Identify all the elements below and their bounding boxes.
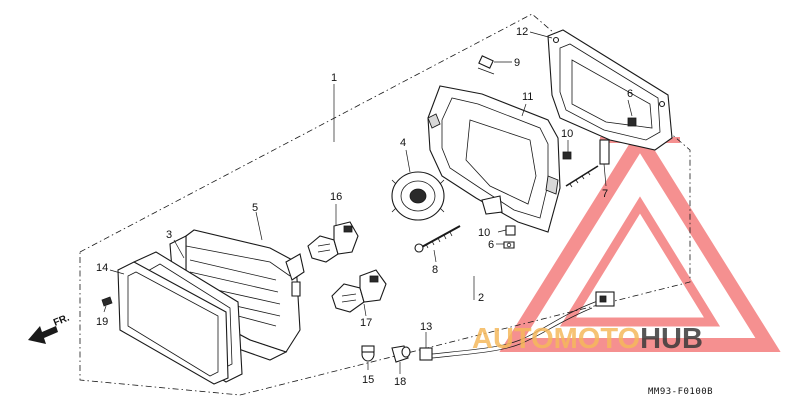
callout-14: 14 (96, 262, 108, 274)
callout-9: 9 (514, 57, 520, 69)
fastener-10-lower (505, 225, 516, 236)
callout-18: 18 (394, 376, 406, 388)
watermark-text: AUTOMOTOHUB (472, 323, 703, 355)
diagram-code: MM93-F0100B (648, 387, 713, 397)
callout-1: 1 (331, 72, 337, 84)
callout-3: 3 (166, 229, 172, 241)
callout-17: 17 (360, 317, 372, 329)
assembly-outline (79, 13, 691, 396)
screw-7 (565, 139, 610, 188)
callout-8: 8 (432, 264, 438, 276)
headlight-case (427, 85, 561, 233)
rim-seal (117, 261, 229, 385)
position-bulb (361, 345, 375, 362)
callout-11: 11 (522, 91, 533, 103)
screw-9 (477, 55, 495, 75)
wedge-bulb (391, 345, 411, 363)
callout-15: 15 (362, 374, 374, 386)
callout-10-lower: 10 (478, 227, 490, 239)
leader-lines (103, 31, 633, 374)
callout-19: 19 (96, 316, 108, 328)
direction-label: FR. (52, 312, 71, 328)
callout-7: 7 (602, 188, 608, 200)
callout-2: 2 (478, 292, 484, 304)
bulb-socket-ring (391, 171, 445, 221)
callout-13: 13 (420, 321, 432, 333)
callout-6-lower: 6 (488, 239, 494, 251)
front-direction-arrow: FR. (28, 312, 71, 344)
watermark-text-part-b: HUB (640, 323, 703, 355)
fastener-10-upper (562, 151, 572, 160)
headlight-bulb (307, 221, 359, 263)
callout-10-upper: 10 (561, 128, 573, 140)
screw-19 (101, 296, 113, 307)
watermark-text-part-a: AUTOMOTO (472, 323, 640, 355)
callout-16: 16 (330, 191, 342, 203)
mounting-frame (547, 29, 673, 151)
fastener-6-lower (503, 241, 515, 249)
callout-4: 4 (400, 137, 406, 149)
callout-12: 12 (516, 26, 528, 38)
fastener-6-upper (627, 117, 637, 127)
callout-5: 5 (252, 202, 258, 214)
headlight-bulb-lower (331, 269, 387, 313)
adjusting-screw (414, 225, 461, 253)
callout-6-upper: 6 (627, 88, 633, 100)
